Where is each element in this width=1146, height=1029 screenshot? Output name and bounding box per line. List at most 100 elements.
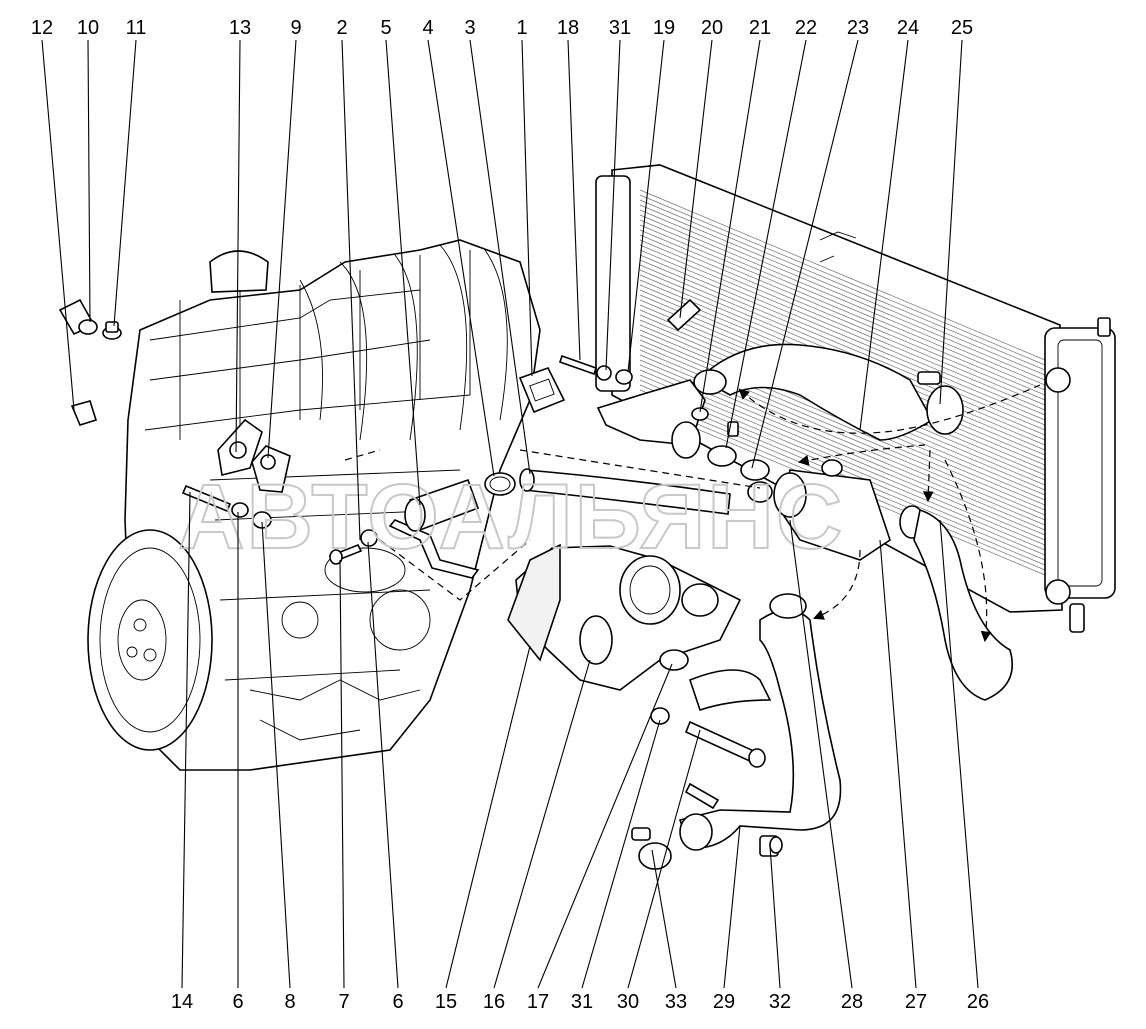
bottom-leader-line-14 [181,491,191,989]
thermostat-28 [773,459,891,561]
bottom-leader-line-27 [879,539,917,989]
top-callout-21: 21 [749,17,771,39]
bottom-leader-line-15 [445,645,531,989]
top-leader-line-18 [567,39,581,361]
top-callout-9: 9 [290,17,301,39]
top-leader-line-19 [627,39,665,373]
water-pump [507,543,742,691]
top-leader-line-25 [939,39,963,405]
top-callout-2: 2 [336,17,347,39]
top-leader-line-9 [267,39,297,459]
bottom-leader-line-28 [789,519,853,989]
bottom-leader-line-30 [627,729,701,989]
radiator-left-tank [595,175,631,392]
pipe-5 [404,478,480,532]
stud-18 [558,354,598,376]
bottom-callout-8: 8 [284,991,295,1013]
washer-6-right [360,529,378,547]
top-callout-19: 19 [653,17,675,39]
top-callout-3: 3 [464,17,475,39]
top-leader-line-22 [725,39,807,449]
bottom-leader-line-6 [367,541,399,989]
top-leader-line-5 [385,39,421,506]
pump-gasket-15 [507,543,561,662]
fitting-32 [759,835,783,857]
bottom-callout-16: 16 [483,991,505,1013]
flow-arrow-pump [812,549,861,620]
top-leader-line-21 [699,39,761,413]
bolt-7 [328,543,363,565]
top-leader-line-2 [341,39,361,541]
top-callout-12: 12 [31,17,53,39]
top-callout-18: 18 [557,17,579,39]
top-leader-line-12 [41,39,75,411]
top-callout-5: 5 [380,17,391,39]
top-leader-line-23 [751,39,859,469]
bottom-leader-line-17 [537,663,673,989]
flow-arrow-return [944,459,992,643]
top-callout-23: 23 [847,17,869,39]
stud-14 [181,484,232,513]
top-leader-line-24 [859,39,909,431]
hose-26 [913,508,1014,701]
sensor-10 [58,298,98,336]
bottom-callout-28: 28 [841,991,863,1013]
top-leader-line-1 [521,39,533,377]
hose-21 [693,343,934,441]
flow-arrow-down [922,449,934,503]
bottom-callout-32: 32 [769,991,791,1013]
radiator-right-tank [1044,327,1116,599]
plug-12 [70,400,98,426]
outlet-housing-20 [596,379,709,459]
bottom-callout-15: 15 [435,991,457,1013]
bottom-callout-14: 14 [171,991,193,1013]
top-callout-31: 31 [609,17,631,39]
flange-9 [251,445,291,493]
top-leader-line-11 [113,39,137,327]
hose-29 [678,593,842,851]
assembly-lines [344,449,761,601]
pump-clamp-17 [659,649,689,671]
top-leader-line-10 [87,39,91,323]
bottom-leader-line-31 [581,719,661,989]
bottom-callout-26: 26 [967,991,989,1013]
clamp-23 [740,459,770,481]
bottom-callout-33: 33 [665,991,687,1013]
top-leader-line-4 [427,39,495,477]
top-callout-13: 13 [229,17,251,39]
top-callout-4: 4 [422,17,433,39]
bottom-callout-30: 30 [617,991,639,1013]
radiator-outlet-pipe [1045,579,1071,605]
bottom-callout-29: 29 [713,991,735,1013]
pump-outlet-16 [579,615,613,665]
top-callout-25: 25 [951,17,973,39]
hose-3 [519,468,731,515]
flow-arrow-upper [738,384,1041,434]
top-leader-line-13 [235,39,241,453]
gasket-1 [518,367,566,414]
top-callout-22: 22 [795,17,817,39]
clamp-28 [747,481,773,503]
bottom-callout-7: 7 [338,991,349,1013]
engine-block [124,239,541,771]
radiator-inlet-pipe [1045,367,1071,393]
bracket-2 [388,519,480,579]
bottom-leader-line-8 [261,521,291,989]
bottom-callout-27: 27 [905,991,927,1013]
bottom-leader-line-7 [339,559,345,989]
clamp-22 [707,421,739,467]
top-callout-20: 20 [701,17,723,39]
gasket-13 [217,418,263,476]
clamp-4 [484,472,516,496]
bottom-callout-31: 31 [571,991,593,1013]
washer-6-left [231,502,249,518]
top-callout-1: 1 [516,17,527,39]
bottom-leader-line-32 [769,845,781,989]
oil-filler-cap [209,250,269,293]
top-leader-line-3 [469,39,531,475]
nut-31-top [596,365,612,381]
top-leader-line-20 [679,39,713,319]
